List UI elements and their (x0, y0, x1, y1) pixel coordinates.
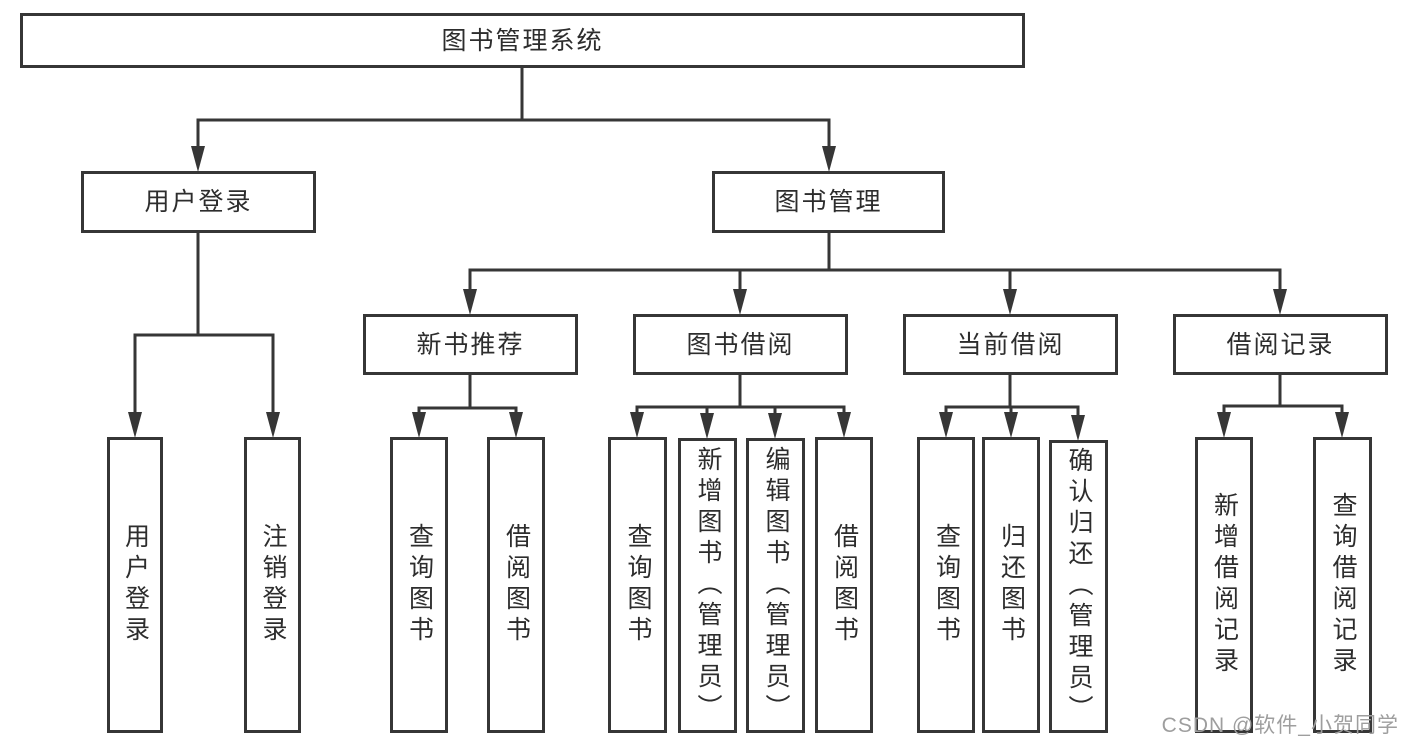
node-label: 当前借阅 (956, 330, 1065, 359)
node-book-borrowing: 图书借阅 (633, 314, 848, 375)
node-label: 图书管理 (774, 188, 883, 216)
node-label: 查询图书 (405, 523, 434, 647)
arrowhead-icon (412, 412, 426, 438)
arrowhead-icon (1217, 412, 1231, 438)
watermark: CSDN @软件_小贺同学 (1161, 714, 1399, 737)
node-add-borrow-record: 新增借阅记录 (1195, 437, 1253, 733)
node-current-borrowing: 当前借阅 (903, 314, 1118, 375)
node-return-books: 归还图书 (982, 437, 1040, 733)
arrowhead-icon (700, 413, 714, 439)
node-borrow-books-borrowing: 借阅图书 (815, 437, 873, 733)
node-label: 查询图书 (624, 523, 652, 647)
arrowhead-icon (1003, 289, 1017, 315)
node-label: 查询图书 (932, 523, 961, 647)
node-new-book-recommend: 新书推荐 (363, 314, 578, 375)
node-query-borrow-record: 查询借阅记录 (1313, 437, 1372, 733)
node-query-books-current: 查询图书 (917, 437, 975, 733)
node-add-books-admin: 新增图书（管理员） (678, 438, 737, 733)
arrowhead-icon (1273, 289, 1287, 315)
arrowhead-icon (266, 412, 280, 438)
node-user-login-leaf: 用户登录 (107, 437, 163, 733)
node-label: 查询借阅记录 (1329, 492, 1357, 678)
arrowhead-icon (1004, 412, 1018, 438)
node-query-books-recommend: 查询图书 (390, 437, 448, 733)
arrowhead-icon (822, 146, 836, 172)
node-label: 注销登录 (259, 523, 287, 647)
arrowhead-icon (463, 289, 477, 315)
arrowhead-icon (630, 412, 644, 438)
arrowhead-icon (768, 413, 782, 439)
node-label: 新增图书（管理员） (694, 446, 722, 725)
arrowhead-icon (733, 289, 747, 315)
arrowhead-icon (837, 412, 851, 438)
arrowhead-icon (1071, 415, 1085, 441)
node-label: 归还图书 (997, 523, 1026, 647)
node-label: 图书借阅 (686, 330, 795, 359)
arrowhead-icon (191, 146, 205, 172)
arrowhead-icon (509, 412, 523, 438)
node-label: 借阅图书 (830, 523, 859, 647)
node-book-management: 图书管理 (712, 171, 945, 233)
node-label: 借阅图书 (502, 523, 531, 647)
node-confirm-return-admin: 确认归还（管理员） (1049, 440, 1108, 733)
node-borrow-records: 借阅记录 (1173, 314, 1388, 375)
node-borrow-books-recommend: 借阅图书 (487, 437, 545, 733)
node-label: 确认归还（管理员） (1065, 447, 1093, 726)
node-label: 新书推荐 (416, 330, 525, 359)
node-query-books-borrowing: 查询图书 (608, 437, 667, 733)
node-label: 用户登录 (121, 523, 150, 647)
node-label: 新增借阅记录 (1210, 492, 1239, 678)
arrowhead-icon (128, 412, 142, 438)
node-label: 借阅记录 (1226, 330, 1335, 359)
node-label: 用户登录 (144, 188, 253, 216)
node-user-login: 用户登录 (81, 171, 316, 233)
arrowhead-icon (1335, 412, 1349, 438)
node-root: 图书管理系统 (20, 13, 1025, 68)
node-label: 编辑图书（管理员） (762, 446, 790, 725)
arrowhead-icon (939, 412, 953, 438)
node-logout-leaf: 注销登录 (244, 437, 301, 733)
node-label: 图书管理系统 (441, 26, 604, 55)
node-edit-books-admin: 编辑图书（管理员） (746, 438, 805, 733)
